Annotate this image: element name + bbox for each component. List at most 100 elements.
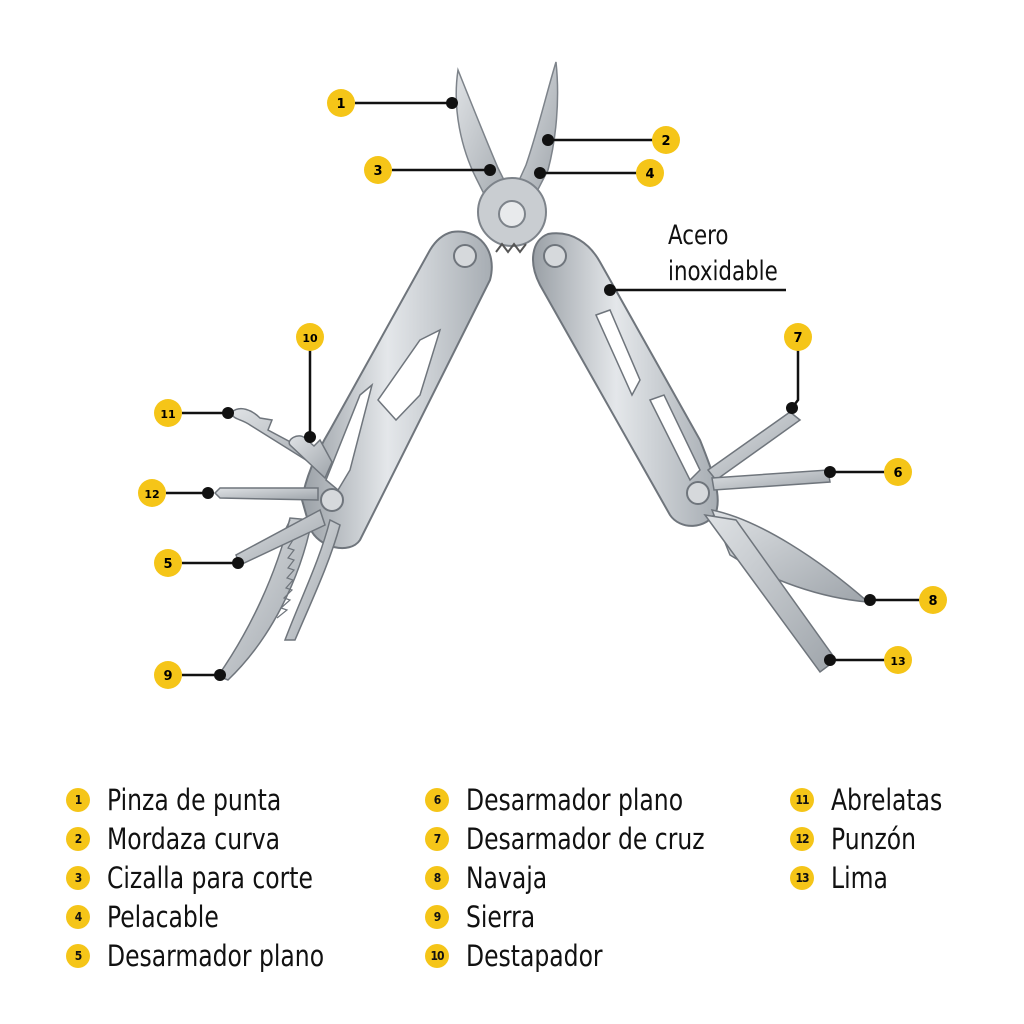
- awl: [213, 487, 319, 501]
- steel-label-line2: inoxidable: [668, 256, 778, 287]
- leader-dot-steel: [604, 284, 616, 296]
- steel-label-line1: Acero: [668, 220, 729, 251]
- leader-dot-9: [214, 669, 226, 681]
- legend-badge: 1: [66, 787, 90, 812]
- leader-dot-11: [222, 407, 234, 419]
- legend-item: 2 Mordaza curva: [66, 819, 348, 858]
- legend-item: 12 Punzón: [790, 819, 955, 858]
- legend-item: 6 Desarmador plano: [425, 780, 731, 819]
- legend-item: 4 Pelacable: [66, 897, 348, 936]
- legend-text: Navaja: [466, 860, 548, 895]
- callout-badges: 1 2 3 4 5 6 7 8 9 10 11 12 13: [138, 89, 947, 689]
- callout-label: 9: [163, 669, 172, 684]
- flat-screwdriver-right: [711, 469, 831, 491]
- leader-dot-10: [304, 431, 316, 443]
- legend-badge: 8: [425, 865, 449, 890]
- legend-text: Pinza de punta: [107, 782, 282, 817]
- legend-item: 11 Abrelatas: [790, 780, 955, 819]
- leader-dot-1: [446, 97, 458, 109]
- callout-label: 2: [661, 134, 670, 149]
- leader-dot-5: [232, 557, 244, 569]
- callout-label: 12: [144, 488, 159, 501]
- callout-label: 10: [302, 332, 318, 345]
- callout-5: 5: [154, 549, 182, 577]
- callout-label: 7: [793, 331, 802, 346]
- legend-text: Desarmador plano: [107, 938, 325, 973]
- legend-text: Abrelatas: [831, 782, 943, 817]
- multitool-diagram: 1 2 3 4 5 6 7 8 9 10 11 12 13: [138, 61, 947, 689]
- legend-item: 1 Pinza de punta: [66, 780, 348, 819]
- legend-text: Sierra: [466, 899, 536, 934]
- callout-12: 12: [138, 479, 166, 507]
- callout-7: 7: [784, 323, 812, 351]
- leader-dot-12: [202, 487, 214, 499]
- spring: [495, 242, 527, 254]
- handle-left-cutout-2: [325, 382, 374, 492]
- multitool-illustration: [213, 61, 871, 681]
- legend-text: Destapador: [466, 938, 603, 973]
- callout-1: 1: [327, 89, 355, 117]
- callout-label: 6: [893, 466, 902, 481]
- steel-material-label: Acero inoxidable: [668, 218, 778, 290]
- legend-text: Pelacable: [107, 899, 219, 934]
- callout-label: 8: [928, 594, 937, 609]
- legend-badge: 4: [66, 904, 90, 929]
- cross-screwdriver: [706, 411, 802, 482]
- callout-9: 9: [154, 661, 182, 689]
- leader-dot-7: [786, 402, 798, 414]
- legend-badge: 11: [790, 787, 814, 812]
- callout-10: 10: [296, 323, 324, 351]
- callout-13: 13: [884, 646, 912, 674]
- handle-left-rivet-bottom: [320, 488, 344, 512]
- leader-dots: [202, 97, 876, 681]
- callout-label: 13: [890, 655, 905, 668]
- legend-item: 13 Lima: [790, 858, 955, 897]
- legend-badge: 6: [425, 787, 449, 812]
- callout-label: 11: [160, 408, 175, 421]
- legend-badge: 5: [66, 943, 90, 968]
- legend-text: Desarmador plano: [466, 782, 684, 817]
- legend-text: Mordaza curva: [107, 821, 281, 856]
- legend-badge: 9: [425, 904, 449, 929]
- legend-column-3: 11 Abrelatas 12 Punzón 13 Lima: [790, 780, 955, 897]
- callout-8: 8: [919, 586, 947, 614]
- handle-right-rivet-top: [543, 244, 567, 268]
- callout-label: 3: [373, 164, 382, 179]
- leader-7: [791, 350, 800, 409]
- legend-item: 10 Destapador: [425, 936, 731, 975]
- legend-text: Lima: [831, 860, 888, 895]
- callout-label: 1: [336, 97, 345, 112]
- legend-badge: 10: [425, 943, 449, 968]
- curved-blade-left: [283, 518, 341, 641]
- handle-right-cutout: [594, 309, 641, 397]
- legend-text: Desarmador de cruz: [466, 821, 705, 856]
- callout-11: 11: [154, 399, 182, 427]
- legend-item: 8 Navaja: [425, 858, 731, 897]
- callout-6: 6: [884, 458, 912, 486]
- callout-4: 4: [636, 159, 664, 187]
- legend-badge: 2: [66, 826, 90, 851]
- handle-right-cutout-2: [648, 394, 701, 482]
- legend-item: 9 Sierra: [425, 897, 731, 936]
- callout-3: 3: [364, 156, 392, 184]
- leader-dot-6: [824, 466, 836, 478]
- legend-badge: 12: [790, 826, 814, 851]
- handle-left-rivet-top: [453, 244, 477, 268]
- handle-right-rivet-bottom: [686, 481, 710, 505]
- leader-dot-2: [542, 134, 554, 146]
- legend-badge: 3: [66, 865, 90, 890]
- legend-item: 5 Desarmador plano: [66, 936, 348, 975]
- pivot-center: [498, 200, 526, 228]
- leader-dot-3: [484, 164, 496, 176]
- leader-dot-4: [534, 167, 546, 179]
- leader-dot-13: [824, 654, 836, 666]
- legend-badge: 13: [790, 865, 814, 890]
- callout-2: 2: [652, 126, 680, 154]
- leader-dot-8: [864, 594, 876, 606]
- callout-label: 5: [163, 557, 172, 572]
- callout-label: 4: [645, 167, 654, 182]
- legend-text: Punzón: [831, 821, 917, 856]
